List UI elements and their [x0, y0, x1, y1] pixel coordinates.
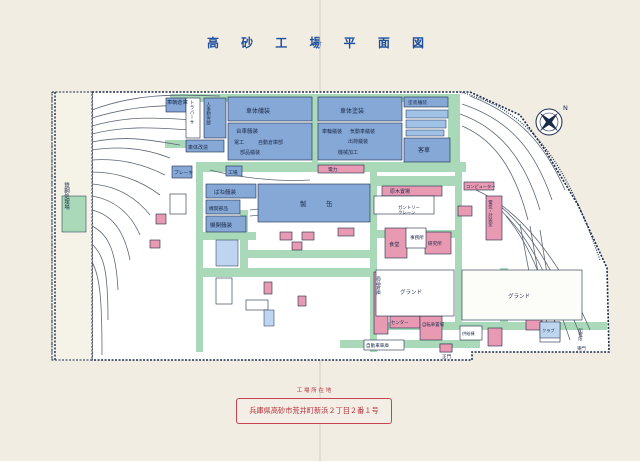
shed-sw — [245, 299, 269, 311]
label-kikan-soukou: 機関艤装 — [210, 221, 233, 229]
label-shutsu: 出荷艤装 — [348, 138, 368, 145]
label-computer: コンピューター — [466, 183, 495, 190]
label-shokudou: 食堂 — [389, 240, 399, 248]
label-ground: グランド — [400, 288, 422, 296]
label-higashi-mon: 東門 — [577, 345, 586, 352]
label-jimu: 事務所 — [410, 234, 424, 241]
label-denko: 電工 — [234, 140, 244, 146]
label-buhin: 部品艤装 — [240, 149, 260, 156]
yard-block-1 — [215, 239, 239, 267]
label-haikan: 配電所 — [578, 328, 583, 343]
genboku-yard — [373, 195, 435, 215]
page-title: 高 砂 工 場 平 面 図 — [206, 36, 434, 50]
west-area-label: 鉄鋼処理場 — [63, 181, 70, 211]
kyakusha-building — [403, 137, 451, 163]
kyougi-building — [459, 325, 483, 341]
warehouse-sw — [215, 277, 233, 305]
label-kidousha: 気動車艤装 — [350, 128, 375, 135]
compass-north-label: N — [563, 104, 568, 112]
label-shatai-tosou: 車体塗装 — [340, 107, 364, 115]
label-jidou: 自動倉庫部 — [258, 139, 283, 146]
label-sharin: 車輪艤装 — [322, 128, 342, 135]
label-kyakusha: 客車 — [418, 146, 430, 154]
jitensha-building — [419, 315, 443, 341]
shed-w — [169, 193, 187, 215]
tosou-building — [403, 96, 449, 108]
pink-small-8 — [263, 281, 273, 295]
pink-small-6 — [155, 213, 167, 225]
koujo-building — [225, 165, 243, 177]
label-bane: ばね艤装 — [214, 188, 237, 196]
daisha-building — [227, 122, 313, 161]
label-brake: ブレーキ — [174, 169, 193, 176]
location-heading: 工 場 所 在 地 — [296, 388, 332, 394]
kikan-soukou-building — [205, 215, 247, 233]
label-ganpa: 原木置場 — [390, 188, 410, 195]
jinbu-building — [203, 97, 227, 139]
brake-building — [171, 165, 193, 179]
label-kaisou: 車体改造 — [188, 144, 208, 151]
pink-small-10 — [487, 327, 503, 347]
pink-small-4 — [301, 231, 315, 241]
label-jitensha: 自転車置場 — [422, 321, 445, 328]
label-ground2: グランド — [508, 292, 530, 300]
location-address: 兵庫県高砂市荒井町新浜２丁目２番１号 — [236, 398, 392, 424]
yard-block-2 — [539, 321, 561, 339]
label-kyougi: 供給棟 — [462, 330, 475, 337]
pink-small-3 — [279, 231, 293, 241]
ground-north — [375, 269, 455, 317]
kikan-buhin-building — [205, 199, 241, 215]
pink-small-2 — [337, 227, 355, 237]
west-yard — [61, 195, 87, 233]
label-kikai: 機械加工 — [338, 149, 358, 156]
label-center: センター — [391, 319, 409, 326]
label-densa: 電力 — [328, 166, 338, 173]
gate-kiosk — [439, 343, 453, 353]
label-kikan-buhin: 機関部品 — [209, 205, 228, 212]
north-sheds — [405, 109, 449, 137]
label-shatai-soukou: 車体艤装 — [246, 107, 270, 115]
kidousha-building — [317, 122, 403, 161]
pink-small-9 — [297, 295, 307, 307]
pink-small-1 — [457, 205, 473, 217]
pink-small-5 — [291, 241, 303, 251]
label-ryoteisha: 車輌倉庫 — [167, 98, 188, 106]
label-gantry: ガントリークレーン — [398, 204, 420, 216]
main-line — [51, 91, 601, 360]
label-mon: 正門 — [442, 354, 452, 360]
yard-block-3 — [263, 309, 275, 327]
label-daisha: 台車艤装 — [236, 127, 259, 135]
denki-building — [485, 195, 503, 241]
ground-east — [461, 269, 583, 321]
pink-small-7 — [149, 239, 161, 249]
compass-rose-icon: N — [535, 104, 568, 136]
kaisou-building — [185, 139, 225, 153]
seikan-building — [257, 183, 371, 223]
label-jidousha: 自動車車庫 — [366, 342, 389, 349]
shatai-soukou-building — [227, 96, 313, 122]
label-kenkyu: 研究所 — [428, 240, 442, 247]
computer-building — [463, 181, 495, 191]
label-shouhin: 商品倉庫 — [376, 275, 381, 296]
traverser-bay — [185, 97, 201, 139]
shatai-tosou-building — [317, 96, 403, 122]
bane-building — [205, 183, 257, 199]
label-jinbu: 人事勤労部 — [206, 102, 211, 126]
label-seikan: 製 缶 — [300, 199, 333, 208]
label-tosou: 塗装艤装 — [408, 99, 427, 106]
densa-building — [317, 164, 365, 174]
label-denki: 電気・計装室 — [488, 200, 493, 227]
label-koujo: 工場 — [228, 169, 238, 176]
jidousha-building — [363, 339, 405, 351]
label-club: クラブ — [542, 327, 555, 334]
jimu-building — [405, 227, 427, 249]
label-traverser: トラバーサ — [189, 100, 194, 125]
